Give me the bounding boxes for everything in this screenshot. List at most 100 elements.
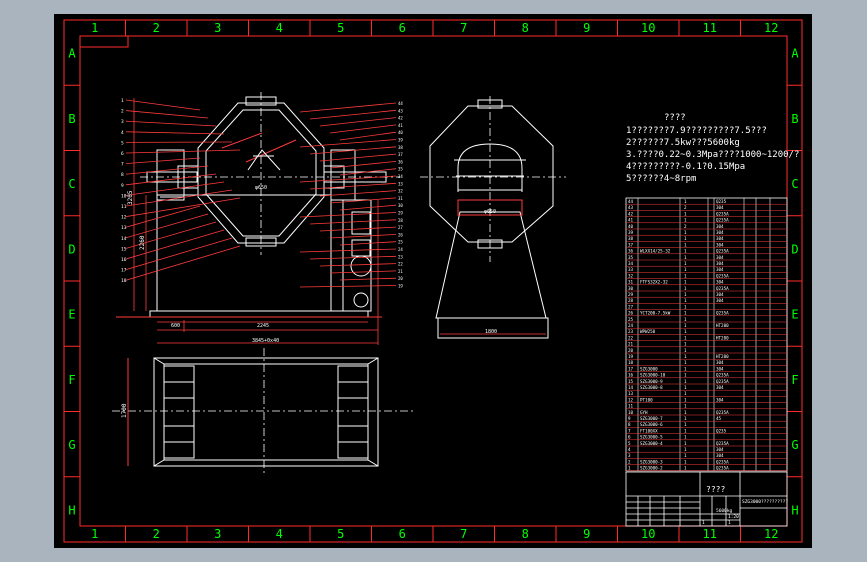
- part-number-right: 26: [398, 232, 403, 237]
- bom-cell: 1: [684, 199, 687, 204]
- centerlines: [112, 92, 566, 474]
- title-name: ????: [706, 485, 725, 494]
- front-dim-left-tall: 3205: [127, 190, 134, 205]
- bom-cell: 1: [684, 459, 687, 464]
- top-view: [127, 357, 379, 467]
- bom-cell: 25: [628, 317, 634, 322]
- part-number-left: 7: [121, 162, 124, 168]
- bom-cell: HT200: [716, 335, 729, 340]
- bom-cell: 304: [716, 255, 724, 260]
- grid-col-label-top: 10: [641, 21, 655, 35]
- bom-cell: 304: [716, 397, 724, 402]
- bom-cell: 304: [716, 230, 724, 235]
- bom-cell: 304: [716, 453, 724, 458]
- bom-cell: 304: [716, 224, 724, 229]
- bom-cell: FT100XX: [640, 428, 658, 433]
- bom-cell: 1: [684, 329, 687, 334]
- bom-cell: 15: [628, 379, 634, 384]
- bom-cell: 11: [628, 404, 634, 409]
- note-line: 5??????4~8rpm: [626, 174, 696, 184]
- grid-row-label-left: G: [68, 438, 75, 452]
- grid-row-label-right: C: [791, 177, 798, 191]
- grid-col-label-top: 12: [764, 21, 778, 35]
- bom-cell: 2: [684, 224, 687, 229]
- note-line: 4?????????-0.1?0.15Mpa: [626, 162, 745, 172]
- side-dim-bottom: 1800: [485, 329, 497, 335]
- bom-cell: 1: [684, 323, 687, 328]
- bom-cell: 37: [628, 242, 634, 247]
- top-dim-left: 1700: [121, 403, 128, 418]
- front-dim-bottom-b: 2245: [257, 323, 269, 329]
- part-number-left: 6: [121, 151, 124, 157]
- grid-row-label-right: E: [791, 308, 798, 322]
- dimensions: [133, 98, 546, 345]
- bom-cell: 44: [628, 199, 634, 204]
- bom-cell: 1: [684, 404, 687, 409]
- bom-cell: 10: [628, 410, 634, 415]
- bom-cell: Q235A: [716, 466, 729, 471]
- bom-cell: 1: [684, 242, 687, 247]
- part-number-left: 12: [121, 215, 127, 221]
- bom-cell: 13: [628, 391, 634, 396]
- grid-col-label-bottom: 10: [641, 527, 655, 541]
- grid-col-label-bottom: 8: [522, 527, 529, 541]
- part-number-left: 4: [121, 130, 124, 136]
- bom-cell: 304: [716, 298, 724, 303]
- part-number-right: 40: [398, 130, 403, 135]
- bom-cell: 304: [716, 360, 724, 365]
- part-number-left: 13: [121, 225, 127, 231]
- bom-cell: 17: [628, 366, 634, 371]
- bom-cell: 31: [628, 280, 634, 285]
- grid-row-label-right: D: [791, 242, 798, 256]
- part-number-left: 14: [121, 236, 127, 242]
- grid-row-label-right: A: [791, 47, 799, 61]
- bom-cell: Q235A: [716, 273, 729, 278]
- bom-cell: 1: [684, 441, 687, 446]
- grid-row-label-right: B: [791, 112, 798, 126]
- bom-cell: 1: [684, 218, 687, 223]
- part-number-right: 29: [398, 211, 403, 216]
- bom-cell: 1: [684, 373, 687, 378]
- note-line: 1???????7.9?????????7.5???: [626, 126, 767, 136]
- front-dim-total: 3845+0x40: [252, 338, 279, 344]
- bom-cell: 1: [684, 416, 687, 421]
- bom-cell: 8: [628, 422, 631, 427]
- grid-col-label-top: 4: [276, 21, 283, 35]
- part-number-right: 24: [398, 247, 403, 252]
- bom-cell: 6: [628, 435, 631, 440]
- bom-cell: 29: [628, 292, 634, 297]
- grid-row-label-left: E: [68, 308, 75, 322]
- bom-cell: SZG3000-5: [640, 435, 663, 440]
- bom-cell: 1: [684, 311, 687, 316]
- grid-row-label-left: F: [68, 373, 75, 387]
- part-number-left: 1: [121, 98, 124, 104]
- bom-cell: SZG3000-2: [640, 466, 663, 471]
- bom-cell: HT200: [716, 323, 729, 328]
- bom-cell: 5: [628, 441, 631, 446]
- bom-cell: 43: [628, 205, 634, 210]
- part-number-left: 11: [121, 204, 127, 210]
- bom-cell: 26: [628, 311, 634, 316]
- part-number-right: 20: [398, 276, 403, 281]
- bom-cell: PT100: [640, 397, 653, 402]
- part-leaders: 1234567891011121314151617184443424140393…: [121, 98, 403, 289]
- part-number-left: 15: [121, 246, 127, 252]
- title-block: [625, 471, 788, 527]
- bom-cell: Q235A: [716, 441, 729, 446]
- bom-cell: FTFS32X2-32: [640, 280, 668, 285]
- bom-cell: 1: [684, 397, 687, 402]
- part-number-right: 28: [398, 218, 403, 223]
- grid-col-label-bottom: 12: [764, 527, 778, 541]
- bom-cell: HT200: [716, 354, 729, 359]
- grid-row-label-left: H: [68, 503, 75, 517]
- bom-cell: 14: [628, 385, 634, 390]
- bom-cell: 32: [628, 273, 634, 278]
- side-view: [429, 99, 554, 339]
- grid-row-label-left: A: [68, 47, 76, 61]
- part-number-left: 2: [121, 109, 124, 115]
- part-number-right: 34: [398, 174, 403, 179]
- part-number-right: 43: [398, 108, 403, 113]
